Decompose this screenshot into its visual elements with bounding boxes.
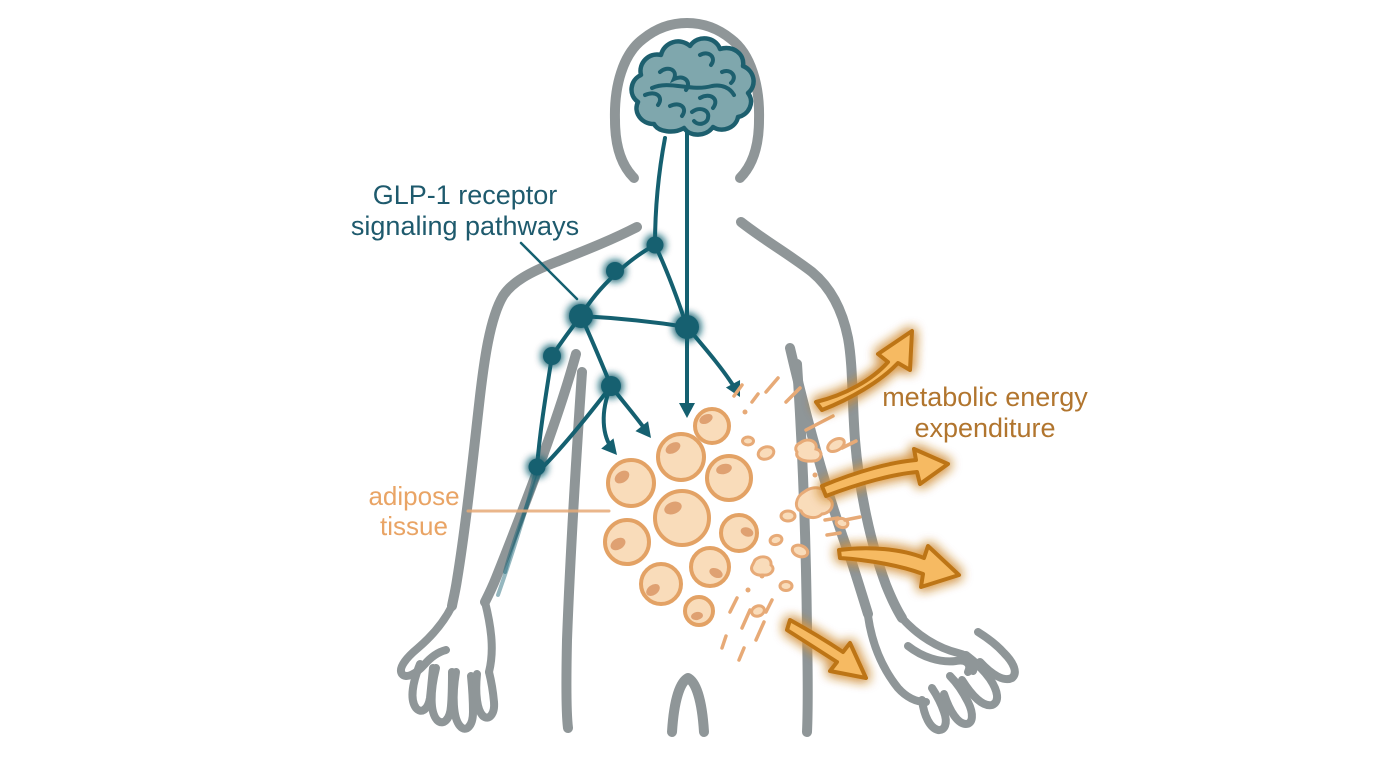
- right-hand: [864, 612, 1019, 735]
- head-outline: [609, 18, 765, 183]
- pathway-nodes: [528, 236, 699, 476]
- energy-label-line2: expenditure: [914, 413, 1056, 444]
- pathway-label: GLP-1 receptor signaling pathways: [342, 180, 588, 243]
- adipose-label-line1: adipose: [368, 481, 460, 511]
- left-arm-inner: [480, 349, 581, 607]
- left-torso-line: [561, 367, 587, 733]
- energy-arrows: [785, 329, 961, 680]
- pathway-label-line2: signaling pathways: [350, 211, 580, 242]
- pathway-node-icon: [528, 458, 546, 476]
- adipose-cell: [719, 513, 759, 553]
- adipose-cell: [639, 562, 683, 606]
- arrowhead-icon: [679, 403, 695, 418]
- energy-label-line1: metabolic energy: [882, 382, 1088, 412]
- adipose-label: adipose tissue: [356, 481, 472, 541]
- energy-arrow-icon: [820, 447, 950, 498]
- adipose-label-line2: tissue: [380, 511, 448, 542]
- pathway-label-line1: GLP-1 receptor: [372, 180, 558, 210]
- adipose-cell: [693, 407, 731, 445]
- pathway-network: [496, 130, 741, 597]
- energy-arrow-icon: [785, 618, 868, 680]
- adipose-cell: [683, 595, 715, 627]
- lipolysis-fragments: [720, 376, 862, 662]
- arrowhead-icon: [601, 438, 617, 455]
- adipose-cell: [689, 546, 731, 588]
- left-hand: [397, 598, 499, 733]
- adipose-tissue-cells: [466, 407, 759, 627]
- arrowhead-icon: [635, 421, 651, 438]
- energy-arrow-icon: [814, 329, 914, 412]
- crotch-line: [667, 673, 709, 737]
- adipose-cell: [656, 432, 706, 482]
- pathway-node-icon: [675, 315, 699, 339]
- adipose-cell: [603, 518, 651, 566]
- adipose-cell: [653, 489, 711, 547]
- adipose-cell: [705, 454, 753, 502]
- left-arm-outer: [447, 222, 642, 611]
- right-torso-line: [792, 359, 813, 737]
- pathway-label-leader-line: [519, 241, 579, 301]
- adipose-cell: [606, 458, 656, 508]
- pathway-node-icon: [606, 262, 624, 280]
- pathway-node-icon: [601, 376, 621, 396]
- brain-to-node-line: [653, 136, 667, 247]
- brain-icon: [629, 36, 756, 137]
- pathway-node-icon: [646, 236, 664, 254]
- pathway-node-icon: [543, 347, 561, 365]
- energy-arrow-icon: [837, 544, 961, 589]
- energy-label: metabolic energy expenditure: [862, 382, 1108, 445]
- pathway-node-icon: [569, 304, 593, 328]
